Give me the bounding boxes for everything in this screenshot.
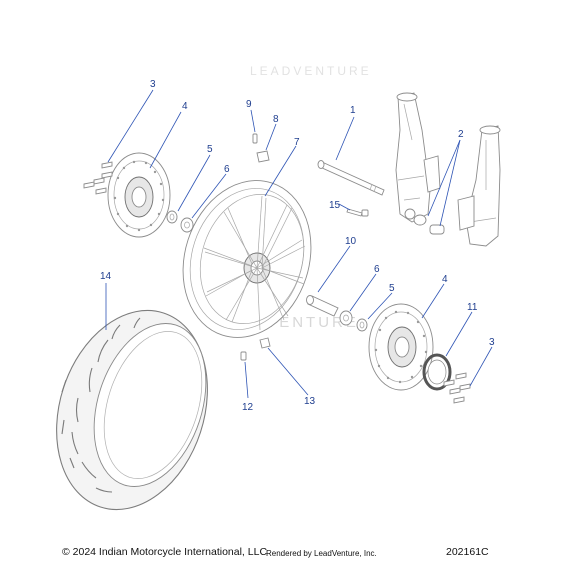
fork-spacer-left[interactable] <box>413 214 427 226</box>
front-axle[interactable] <box>317 160 385 196</box>
brake-rotor-left[interactable] <box>107 152 171 238</box>
front-wheel[interactable] <box>163 164 330 354</box>
callout-15: 15 <box>329 200 341 211</box>
valve-stem[interactable] <box>240 351 247 361</box>
seal-right[interactable] <box>339 310 353 326</box>
callout-labels: 1 2 3 3 4 4 5 5 6 6 7 8 9 10 11 12 13 14… <box>100 79 495 413</box>
valve-core[interactable] <box>252 133 258 144</box>
wheel-bearing-right[interactable] <box>356 318 368 332</box>
fork-tube-left[interactable] <box>395 92 441 223</box>
rotor-bolts-left[interactable] <box>83 161 113 195</box>
callout-11: 11 <box>467 302 478 313</box>
callout-7: 7 <box>294 137 300 148</box>
abs-tone-ring[interactable] <box>422 353 452 391</box>
callout-10: 10 <box>345 236 357 247</box>
rendered-by-text: Rendered by LeadVenture, Inc. <box>266 549 377 558</box>
callout-3-left: 3 <box>150 79 156 90</box>
callout-8: 8 <box>273 114 279 125</box>
callout-3-right: 3 <box>489 337 495 348</box>
diagram-id: 202161C <box>446 546 489 558</box>
rotor-bolts-right[interactable] <box>443 372 471 404</box>
wheel-spacer[interactable] <box>306 295 339 317</box>
copyright-text: © 2024 Indian Motorcycle International, … <box>62 546 268 558</box>
watermark-text-top: LEADVENTURE <box>250 64 372 78</box>
callout-1: 1 <box>350 105 356 116</box>
pinch-bolt[interactable] <box>346 208 369 217</box>
fork-spacer-right[interactable] <box>429 224 445 235</box>
leader-lines <box>105 89 493 399</box>
seal-left[interactable] <box>180 217 194 233</box>
callout-2: 2 <box>458 129 464 140</box>
callout-14: 14 <box>100 271 112 282</box>
callout-6-left: 6 <box>224 164 230 175</box>
front-tire[interactable] <box>32 291 232 530</box>
callout-13: 13 <box>304 396 316 407</box>
callout-6-right: 6 <box>374 264 380 275</box>
callout-4-right: 4 <box>442 274 448 285</box>
callout-9: 9 <box>246 99 252 110</box>
callout-4-left: 4 <box>182 101 188 112</box>
wheel-bearing-left[interactable] <box>166 210 178 224</box>
fork-tube-right[interactable] <box>457 125 501 247</box>
callout-12: 12 <box>242 402 254 413</box>
valve-fitting[interactable] <box>259 337 271 349</box>
callout-5-right: 5 <box>389 283 395 294</box>
callout-5-left: 5 <box>207 144 213 155</box>
valve-cap[interactable] <box>256 150 270 163</box>
brake-rotor-right[interactable] <box>368 303 434 391</box>
